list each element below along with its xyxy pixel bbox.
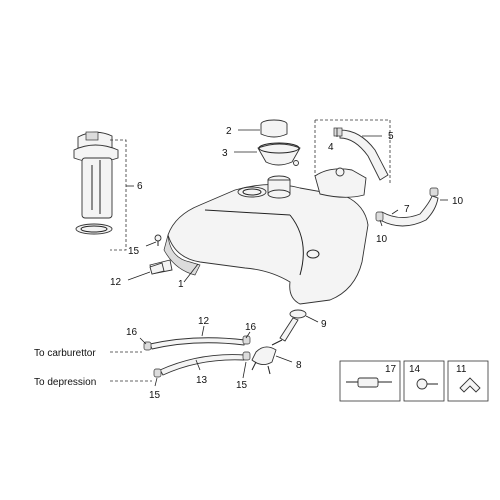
- callout-17: 17: [385, 364, 397, 375]
- leader-lines: [126, 128, 448, 387]
- callout-3: 3: [222, 148, 228, 159]
- callout-10-upper: 10: [452, 196, 464, 207]
- callout-9: 9: [321, 319, 327, 330]
- callout-5: 5: [388, 131, 394, 142]
- fuel-hose-12: [143, 335, 251, 351]
- callout-10-lower: 10: [376, 234, 388, 245]
- callout-12-clip: 12: [110, 277, 122, 288]
- part-box-14: 14: [403, 360, 445, 402]
- callout-7: 7: [404, 204, 410, 215]
- to-depression-label: To depression: [34, 377, 96, 388]
- screw-15: [154, 234, 162, 246]
- callout-16-right: 16: [245, 322, 257, 333]
- callout-6: 6: [137, 181, 143, 192]
- callout-13: 13: [196, 375, 208, 386]
- filler-neck: [257, 142, 301, 166]
- part-box-11: 11: [447, 360, 489, 402]
- callout-1: 1: [178, 279, 184, 290]
- to-carburettor-label: To carburettor: [34, 348, 96, 359]
- clip-12: [149, 262, 165, 275]
- breather-hose: [314, 119, 391, 185]
- callout-15-right: 15: [236, 380, 248, 391]
- fuel-pump: [73, 131, 127, 251]
- filler-cap: [260, 119, 288, 138]
- callout-15-screw: 15: [128, 246, 140, 257]
- fuel-filter: [251, 339, 283, 375]
- callout-15-left: 15: [149, 390, 161, 401]
- callout-16-left: 16: [126, 327, 138, 338]
- vacuum-hose-13: [153, 351, 251, 378]
- callout-2: 2: [226, 126, 232, 137]
- callout-4: 4: [328, 142, 334, 153]
- part-box-17: 17: [339, 360, 401, 402]
- callout-14: 14: [409, 364, 421, 375]
- callout-11: 11: [456, 364, 467, 375]
- fuel-tank: [149, 167, 369, 305]
- vent-hose: [375, 187, 439, 227]
- callout-12-hose: 12: [198, 316, 210, 327]
- fuel-valve: [279, 309, 307, 342]
- callout-8: 8: [296, 360, 302, 371]
